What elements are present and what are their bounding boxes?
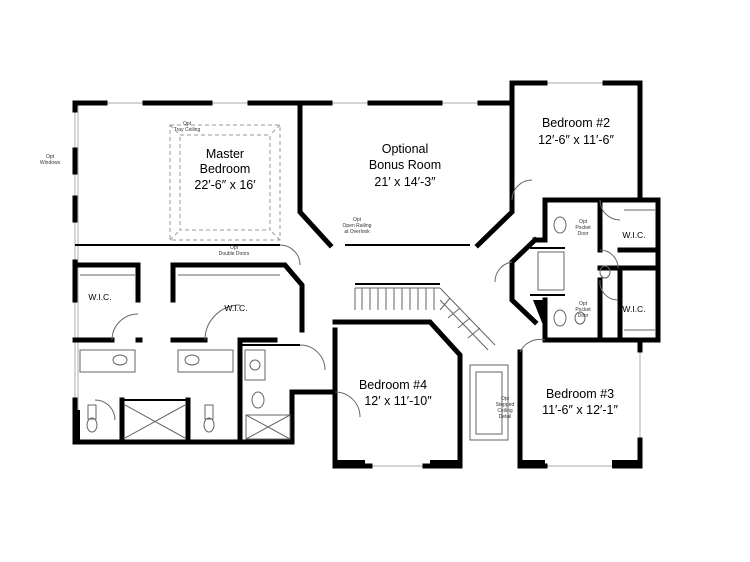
stairs bbox=[354, 287, 496, 351]
pocket-door-top-note: Opt bbox=[579, 219, 588, 225]
bonus-room-label: Optional bbox=[382, 142, 429, 156]
pocket-door-top-note-3: Door bbox=[578, 231, 589, 237]
room-labels: Master Bedroom 22′-6″ x 16′ Optional Bon… bbox=[88, 116, 645, 417]
pocket-door-bottom-note-2: Pocket bbox=[575, 307, 591, 313]
bonus-room-dims: 21′ x 14′-3″ bbox=[374, 175, 436, 189]
wic-right-top-label: W.I.C. bbox=[622, 230, 645, 240]
fixtures bbox=[79, 124, 655, 441]
windows-note: Opt bbox=[46, 154, 55, 160]
bedroom-2-dims: 12′-6″ x 11′-6″ bbox=[538, 133, 614, 147]
stair-newel bbox=[533, 300, 545, 330]
double-doors-note: Opt bbox=[230, 245, 239, 251]
pocket-door-bottom-note-3: Door bbox=[578, 313, 589, 319]
bedroom-4-dims: 12′ x 11′-10″ bbox=[364, 394, 432, 408]
windows-note-2: Windows bbox=[40, 160, 61, 166]
wic-center-label: W.I.C. bbox=[224, 303, 247, 313]
railing-note-2: Open Railing bbox=[343, 223, 372, 229]
railing-note: Opt bbox=[353, 217, 362, 223]
tray-ceiling-note-2: Tray Ceiling bbox=[174, 127, 201, 133]
tray-ceiling-note: Opt bbox=[183, 121, 192, 127]
double-doors-note-2: Double Doors bbox=[219, 251, 250, 257]
stepped-ceiling-note-3: Ceiling bbox=[497, 408, 513, 414]
bedroom-3-dims: 11′-6″ x 12′-1″ bbox=[542, 403, 618, 417]
plan-notes: Opt Tray Ceiling Opt Windows Opt Open Ra… bbox=[40, 121, 591, 420]
interior-walls bbox=[72, 100, 661, 469]
bedroom-3-label: Bedroom #3 bbox=[546, 387, 614, 401]
stepped-ceiling-note: Opt bbox=[501, 396, 510, 402]
wic-left-label: W.I.C. bbox=[88, 292, 111, 302]
railing-note-3: at Overlook bbox=[344, 229, 370, 235]
door-swings bbox=[94, 179, 621, 421]
bonus-room-label-2: Bonus Room bbox=[369, 158, 441, 172]
master-bedroom-label-2: Bedroom bbox=[200, 162, 251, 176]
wic-right-bottom-label: W.I.C. bbox=[622, 304, 645, 314]
bedroom-4-label: Bedroom #4 bbox=[359, 378, 427, 392]
pocket-door-top-note-2: Pocket bbox=[575, 225, 591, 231]
pocket-door-bottom-note: Opt bbox=[579, 301, 588, 307]
master-bedroom-dims: 22′-6″ x 16′ bbox=[194, 178, 256, 192]
bedroom-2-label: Bedroom #2 bbox=[542, 116, 610, 130]
stepped-ceiling-note-2: Stepped bbox=[496, 402, 515, 408]
stepped-ceiling-note-4: Detail bbox=[499, 414, 512, 420]
master-bedroom-label: Master bbox=[206, 147, 244, 161]
